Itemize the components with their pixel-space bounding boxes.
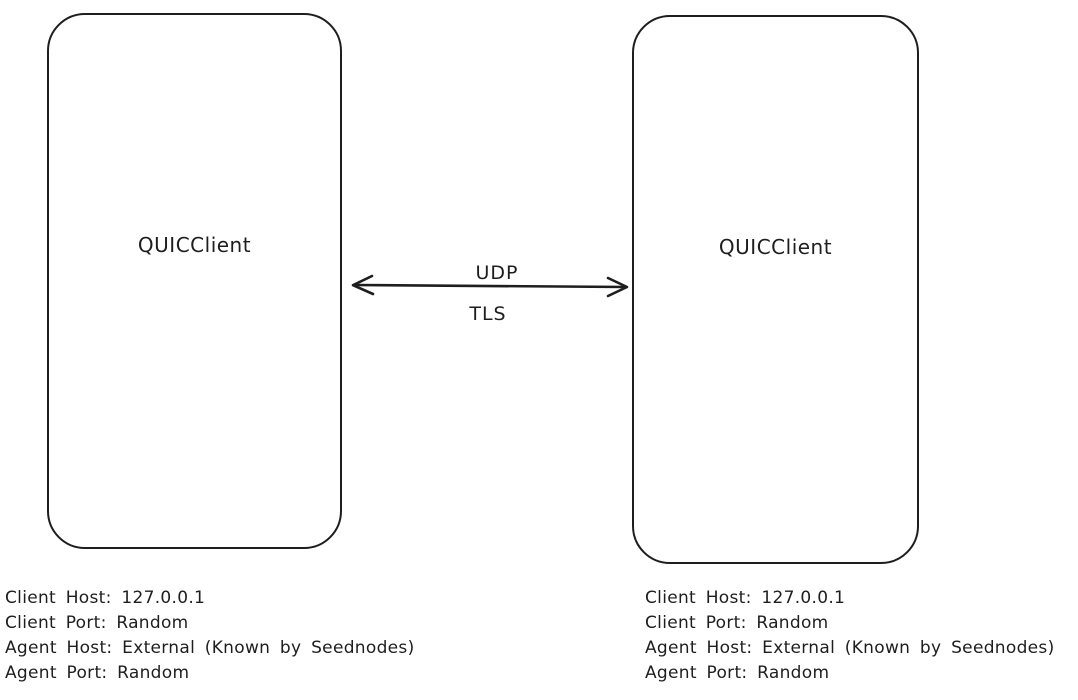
arrowhead-left-icon [351, 274, 375, 296]
edge-label-tls: TLS [469, 303, 507, 325]
right-detail-agent-host: Agent Host: External (Known by Seednodes… [645, 638, 1055, 658]
node-quicclient-right[interactable]: QUICClient [632, 15, 919, 564]
right-detail-client-host: Client Host: 127.0.0.1 [645, 588, 846, 608]
left-detail-agent-port: Agent Port: Random [5, 663, 190, 683]
node-quicclient-left-label: QUICClient [137, 233, 252, 257]
left-detail-client-port: Client Port: Random [5, 613, 189, 633]
edge-label-udp: UDP [475, 262, 519, 284]
right-detail-client-port: Client Port: Random [645, 613, 829, 633]
connector-line [352, 283, 628, 289]
right-node-details: Client Host: 127.0.0.1 Client Port: Rand… [645, 586, 1055, 686]
node-quicclient-right-label: QUICClient [718, 235, 833, 259]
right-detail-agent-port: Agent Port: Random [645, 663, 830, 683]
left-detail-agent-host: Agent Host: External (Known by Seednodes… [5, 638, 415, 658]
node-quicclient-left[interactable]: QUICClient [47, 13, 342, 549]
left-node-details: Client Host: 127.0.0.1 Client Port: Rand… [5, 586, 415, 686]
left-detail-client-host: Client Host: 127.0.0.1 [5, 588, 206, 608]
arrowhead-right-icon [606, 276, 629, 298]
